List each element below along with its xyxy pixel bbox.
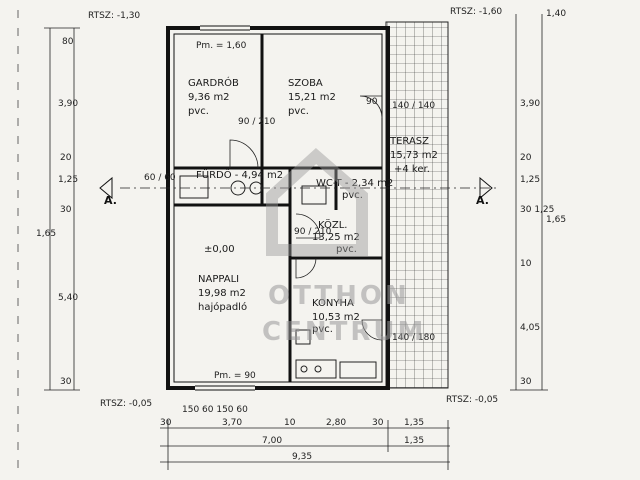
terrace-tiles — [385, 21, 449, 389]
svg-text:WC-T - 2,34 m2: WC-T - 2,34 m2 — [316, 178, 393, 189]
windows — [195, 25, 255, 391]
svg-text:1,40: 1,40 — [546, 9, 566, 19]
svg-text:3,90: 3,90 — [58, 99, 78, 109]
svg-text:2,80: 2,80 — [326, 418, 346, 428]
svg-text:OTTHON: OTTHON — [268, 281, 410, 311]
svg-text:30: 30 — [160, 418, 172, 428]
svg-text:15,73 m2: 15,73 m2 — [390, 150, 438, 161]
svg-text:7,00: 7,00 — [262, 436, 282, 446]
room-furdo: FÜRDŐ - 4,94 m2 — [196, 167, 283, 181]
door-dim-konyha: 140 / 180 — [392, 333, 435, 343]
interior-walls — [174, 34, 382, 382]
svg-text:1,65: 1,65 — [36, 229, 56, 239]
svg-text:pvc.: pvc. — [312, 324, 333, 335]
svg-text:13,25 m2: 13,25 m2 — [312, 232, 360, 243]
svg-text:5,40: 5,40 — [58, 293, 78, 303]
watermark: OTTHON CENTRUM — [262, 147, 426, 347]
svg-text:30: 30 — [372, 418, 384, 428]
window-dims-bottom: 150 60 150 60 — [182, 405, 248, 415]
door-dim-terasz: 140 / 140 — [392, 101, 435, 111]
svg-text:10,53 m2: 10,53 m2 — [312, 312, 360, 323]
bottom-dimension-chain — [160, 420, 450, 470]
svg-text:19,98 m2: 19,98 m2 — [198, 288, 246, 299]
svg-text:3,90: 3,90 — [520, 99, 540, 109]
outer-walls — [166, 26, 390, 390]
svg-text:20: 20 — [60, 153, 72, 163]
svg-text:1,25: 1,25 — [58, 175, 78, 185]
door-dim-gardrob: 90 / 210 — [238, 117, 276, 127]
section-marker-left: A. — [104, 194, 117, 207]
svg-text:hajópadló: hajópadló — [198, 301, 247, 313]
room-kozl: KÖZL. 13,25 m2 pvc. — [312, 218, 360, 255]
room-szoba: SZOBA 15,21 m2 pvc. — [288, 78, 336, 117]
door-dim-szoba: 90 — [366, 97, 378, 107]
room-wc: WC-T - 2,34 m2 pvc. — [316, 178, 393, 201]
door-dim-furdo: 60 / 60 — [144, 173, 176, 183]
svg-text:9,36 m2: 9,36 m2 — [188, 92, 230, 103]
right-dimension-chain — [510, 14, 548, 391]
svg-text:30: 30 — [60, 377, 72, 387]
svg-text:FÜRDŐ - 4,94 m2: FÜRDŐ - 4,94 m2 — [196, 167, 283, 181]
right-dims: 1,40 3,90 20 1,25 30 1,25 10 1,65 4,05 3… — [520, 9, 566, 387]
svg-text:CENTRUM: CENTRUM — [262, 317, 426, 347]
svg-text:9,35: 9,35 — [292, 452, 312, 462]
level-bottom-left: RTSZ: -0,05 — [100, 399, 152, 409]
svg-text:KONYHA: KONYHA — [312, 298, 354, 309]
svg-text:30: 30 — [520, 377, 532, 387]
section-marker-right: A. — [476, 194, 489, 207]
svg-text:TERASZ: TERASZ — [389, 136, 429, 147]
svg-text:30: 30 — [60, 205, 72, 215]
svg-text:KÖZL.: KÖZL. — [318, 218, 347, 231]
parapet-top: Pm. = 1,60 — [196, 41, 247, 51]
room-nappali: ±0,00 NAPPALI 19,98 m2 hajópadló — [198, 244, 247, 313]
svg-text:10: 10 — [520, 259, 532, 269]
svg-text:20: 20 — [520, 153, 532, 163]
svg-text:±0,00: ±0,00 — [204, 244, 235, 255]
left-dimension-chain — [44, 27, 80, 391]
svg-text:SZOBA: SZOBA — [288, 78, 323, 89]
svg-text:pvc.: pvc. — [342, 190, 363, 201]
svg-text:pvc.: pvc. — [188, 106, 209, 117]
svg-text:+4 ker.: +4 ker. — [394, 164, 430, 175]
svg-text:4,05: 4,05 — [520, 323, 540, 333]
left-dims: 80 3,90 20 1,25 30 1,65 5,40 30 — [36, 37, 78, 387]
level-top-left: RTSZ: -1,30 — [88, 11, 140, 21]
svg-text:15,21 m2: 15,21 m2 — [288, 92, 336, 103]
level-top-right: RTSZ: -1,60 — [450, 7, 502, 17]
svg-text:1,35: 1,35 — [404, 418, 424, 428]
svg-text:3,70: 3,70 — [222, 418, 242, 428]
door-swings — [229, 95, 383, 341]
room-terasz: TERASZ 15,73 m2 +4 ker. — [389, 136, 438, 175]
svg-text:pvc.: pvc. — [336, 244, 357, 255]
svg-text:1,35: 1,35 — [404, 436, 424, 446]
room-gardrob: GARDRÓB 9,36 m2 pvc. — [188, 76, 239, 117]
svg-text:GARDRÓB: GARDRÓB — [188, 76, 239, 89]
svg-text:30 1,25: 30 1,25 — [520, 205, 554, 215]
svg-text:NAPPALI: NAPPALI — [198, 274, 239, 285]
door-dim-kozl: 90 / 210 — [294, 227, 332, 237]
svg-text:1,25: 1,25 — [520, 175, 540, 185]
svg-text:80: 80 — [62, 37, 74, 47]
bottom-dims: 30 3,70 10 2,80 30 1,35 7,00 1,35 9,35 — [160, 418, 424, 462]
parapet-bottom: Pm. = 90 — [214, 371, 256, 381]
room-konyha: KONYHA 10,53 m2 pvc. — [312, 298, 360, 335]
svg-text:pvc.: pvc. — [288, 106, 309, 117]
svg-text:1,65: 1,65 — [546, 215, 566, 225]
level-bottom-right: RTSZ: -0,05 — [446, 395, 498, 405]
section-line — [99, 176, 500, 200]
svg-text:10: 10 — [284, 418, 296, 428]
